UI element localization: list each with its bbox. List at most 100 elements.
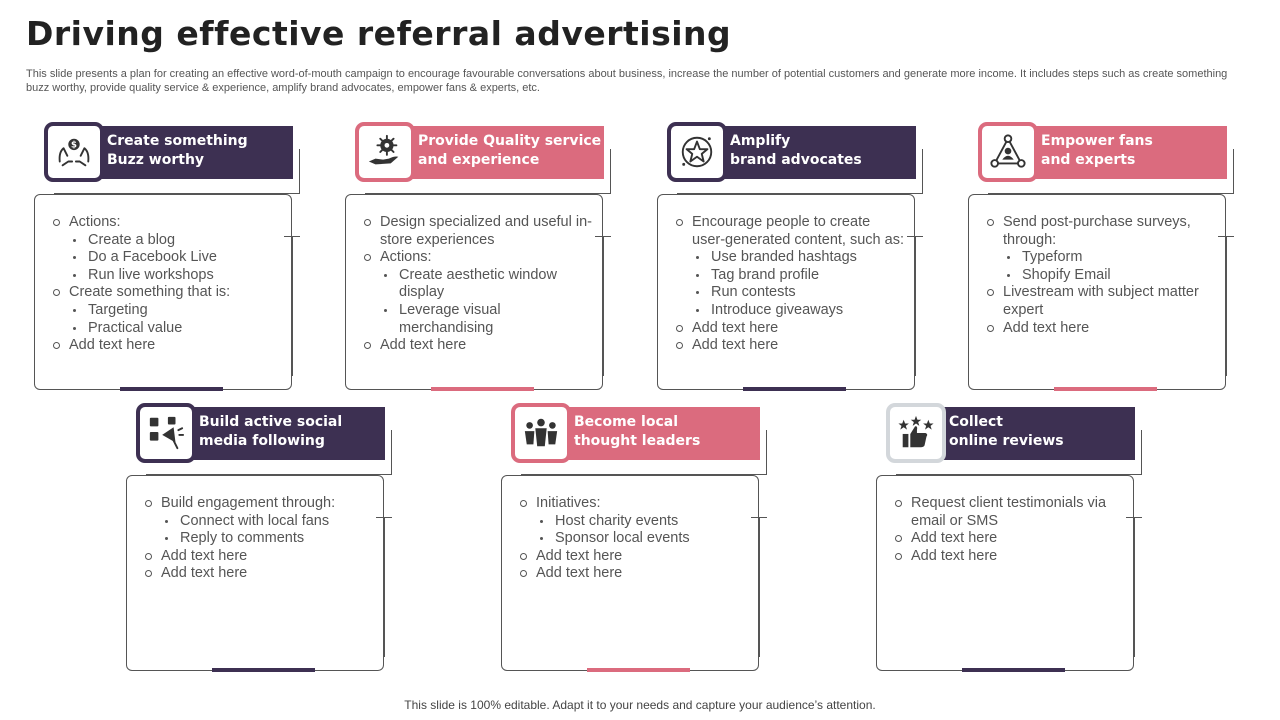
bullet-item: Create something that is:: [50, 284, 282, 302]
bullet-item: Actions:: [50, 214, 282, 232]
card-heading-line: Collect: [949, 414, 1003, 430]
card-icon-box: [136, 403, 196, 463]
card-heading-line: thought leaders: [574, 433, 701, 449]
bullet-item: Add text here: [361, 337, 593, 355]
card-accent-bar: [212, 668, 315, 672]
card-bullet-list: Send post-purchase surveys, through:Type…: [984, 214, 1216, 337]
card-content: Send post-purchase surveys, through:Type…: [984, 214, 1216, 337]
header-frame-line: [54, 149, 300, 194]
card-icon-box: [667, 122, 727, 182]
card-heading-line: Build active social: [199, 414, 343, 430]
card-heading-line: Empower fans: [1041, 133, 1153, 149]
sub-bullet-item: Typeform: [984, 249, 1216, 267]
network-user-icon: [990, 134, 1026, 168]
sub-bullet-item: Reply to comments: [142, 530, 374, 548]
card-heading-line: brand advocates: [730, 152, 862, 168]
sub-bullet-item: Shopify Email: [984, 267, 1216, 285]
bullet-item: Add text here: [892, 530, 1124, 548]
footer-note: This slide is 100% editable. Adapt it to…: [404, 698, 876, 712]
sub-bullet-item: Host charity events: [517, 513, 749, 531]
bullet-item: Add text here: [517, 565, 749, 583]
card-accent-bar: [962, 668, 1065, 672]
bullet-item: Add text here: [50, 337, 282, 355]
card-heading-line: Create something: [107, 133, 248, 149]
hand-gear-icon: [368, 134, 399, 165]
page-title: Driving effective referral advertising: [26, 14, 732, 53]
bullet-item: Design specialized and useful in-store e…: [361, 214, 593, 249]
bullet-item: Livestream with subject matter expert: [984, 284, 1216, 319]
header-frame-line: [146, 430, 392, 475]
header-frame-line: [521, 430, 767, 475]
card-content: Encourage people to create user-generate…: [673, 214, 905, 355]
sub-bullet-item: Use branded hashtags: [673, 249, 905, 267]
card-bullet-list: Encourage people to create user-generate…: [673, 214, 905, 355]
bullet-item: Initiatives:: [517, 495, 749, 513]
card-heading-line: Buzz worthy: [107, 152, 205, 168]
bullet-item: Add text here: [984, 320, 1216, 338]
card-icon-box: $: [44, 122, 104, 182]
page-subtitle: This slide presents a plan for creating …: [26, 68, 1228, 94]
step-card: Amplify brand advocates Encourage people …: [657, 122, 927, 400]
card-icon-box: [886, 403, 946, 463]
bracket-line: [1226, 236, 1227, 376]
sub-bullet-item: Practical value: [50, 320, 282, 338]
svg-text:$: $: [71, 141, 77, 151]
star-badge-icon: [681, 136, 713, 168]
bullet-item: Add text here: [673, 320, 905, 338]
sub-bullet-item: Sponsor local events: [517, 530, 749, 548]
sub-bullet-item: Tag brand profile: [673, 267, 905, 285]
bullet-item: Add text here: [142, 548, 374, 566]
bullet-item: Add text here: [517, 548, 749, 566]
card-accent-bar: [120, 387, 223, 391]
bracket-line: [603, 236, 604, 376]
card-content: Build engagement through:Connect with lo…: [142, 495, 374, 583]
header-frame-line: [988, 149, 1234, 194]
header-frame-line: [677, 149, 923, 194]
bullet-item: Add text here: [892, 548, 1124, 566]
bullet-item: Actions:: [361, 249, 593, 267]
bracket-line: [292, 236, 293, 376]
bracket-line: [384, 517, 385, 657]
card-icon-box: [511, 403, 571, 463]
card-bullet-list: Design specialized and useful in-store e…: [361, 214, 593, 355]
bullet-item: Send post-purchase surveys, through:: [984, 214, 1216, 249]
card-heading-line: online reviews: [949, 433, 1064, 449]
card-accent-bar: [743, 387, 846, 391]
card-icon-box: [355, 122, 415, 182]
header-frame-line: [365, 149, 611, 194]
card-accent-bar: [431, 387, 534, 391]
bullet-item: Build engagement through:: [142, 495, 374, 513]
card-bullet-list: Request client testimonials via email or…: [892, 495, 1124, 565]
social-megaphone-icon: [149, 416, 185, 450]
sub-bullet-item: Do a Facebook Live: [50, 249, 282, 267]
bullet-item: Add text here: [673, 337, 905, 355]
sub-bullet-item: Run contests: [673, 284, 905, 302]
sub-bullet-item: Targeting: [50, 302, 282, 320]
bullet-item: Encourage people to create user-generate…: [673, 214, 905, 249]
sub-bullet-item: Connect with local fans: [142, 513, 374, 531]
card-bullet-list: Build engagement through:Connect with lo…: [142, 495, 374, 583]
step-card: Collect online reviews Request client tes…: [876, 403, 1146, 681]
thumbs-up-stars-icon: [898, 415, 934, 448]
bracket-line: [759, 517, 760, 657]
card-body-box: [968, 194, 1226, 390]
sub-bullet-item: Run live workshops: [50, 267, 282, 285]
sub-bullet-item: Create a blog: [50, 232, 282, 250]
card-content: Request client testimonials via email or…: [892, 495, 1124, 565]
bracket-line: [915, 236, 916, 376]
card-heading-line: Amplify: [730, 133, 791, 149]
bullet-item: Add text here: [142, 565, 374, 583]
sub-bullet-item: Introduce giveaways: [673, 302, 905, 320]
card-icon-box: [978, 122, 1038, 182]
bullet-item: Request client testimonials via email or…: [892, 495, 1124, 530]
step-card: Empower fans and experts Send post-purcha…: [968, 122, 1238, 400]
card-heading-line: and experts: [1041, 152, 1136, 168]
